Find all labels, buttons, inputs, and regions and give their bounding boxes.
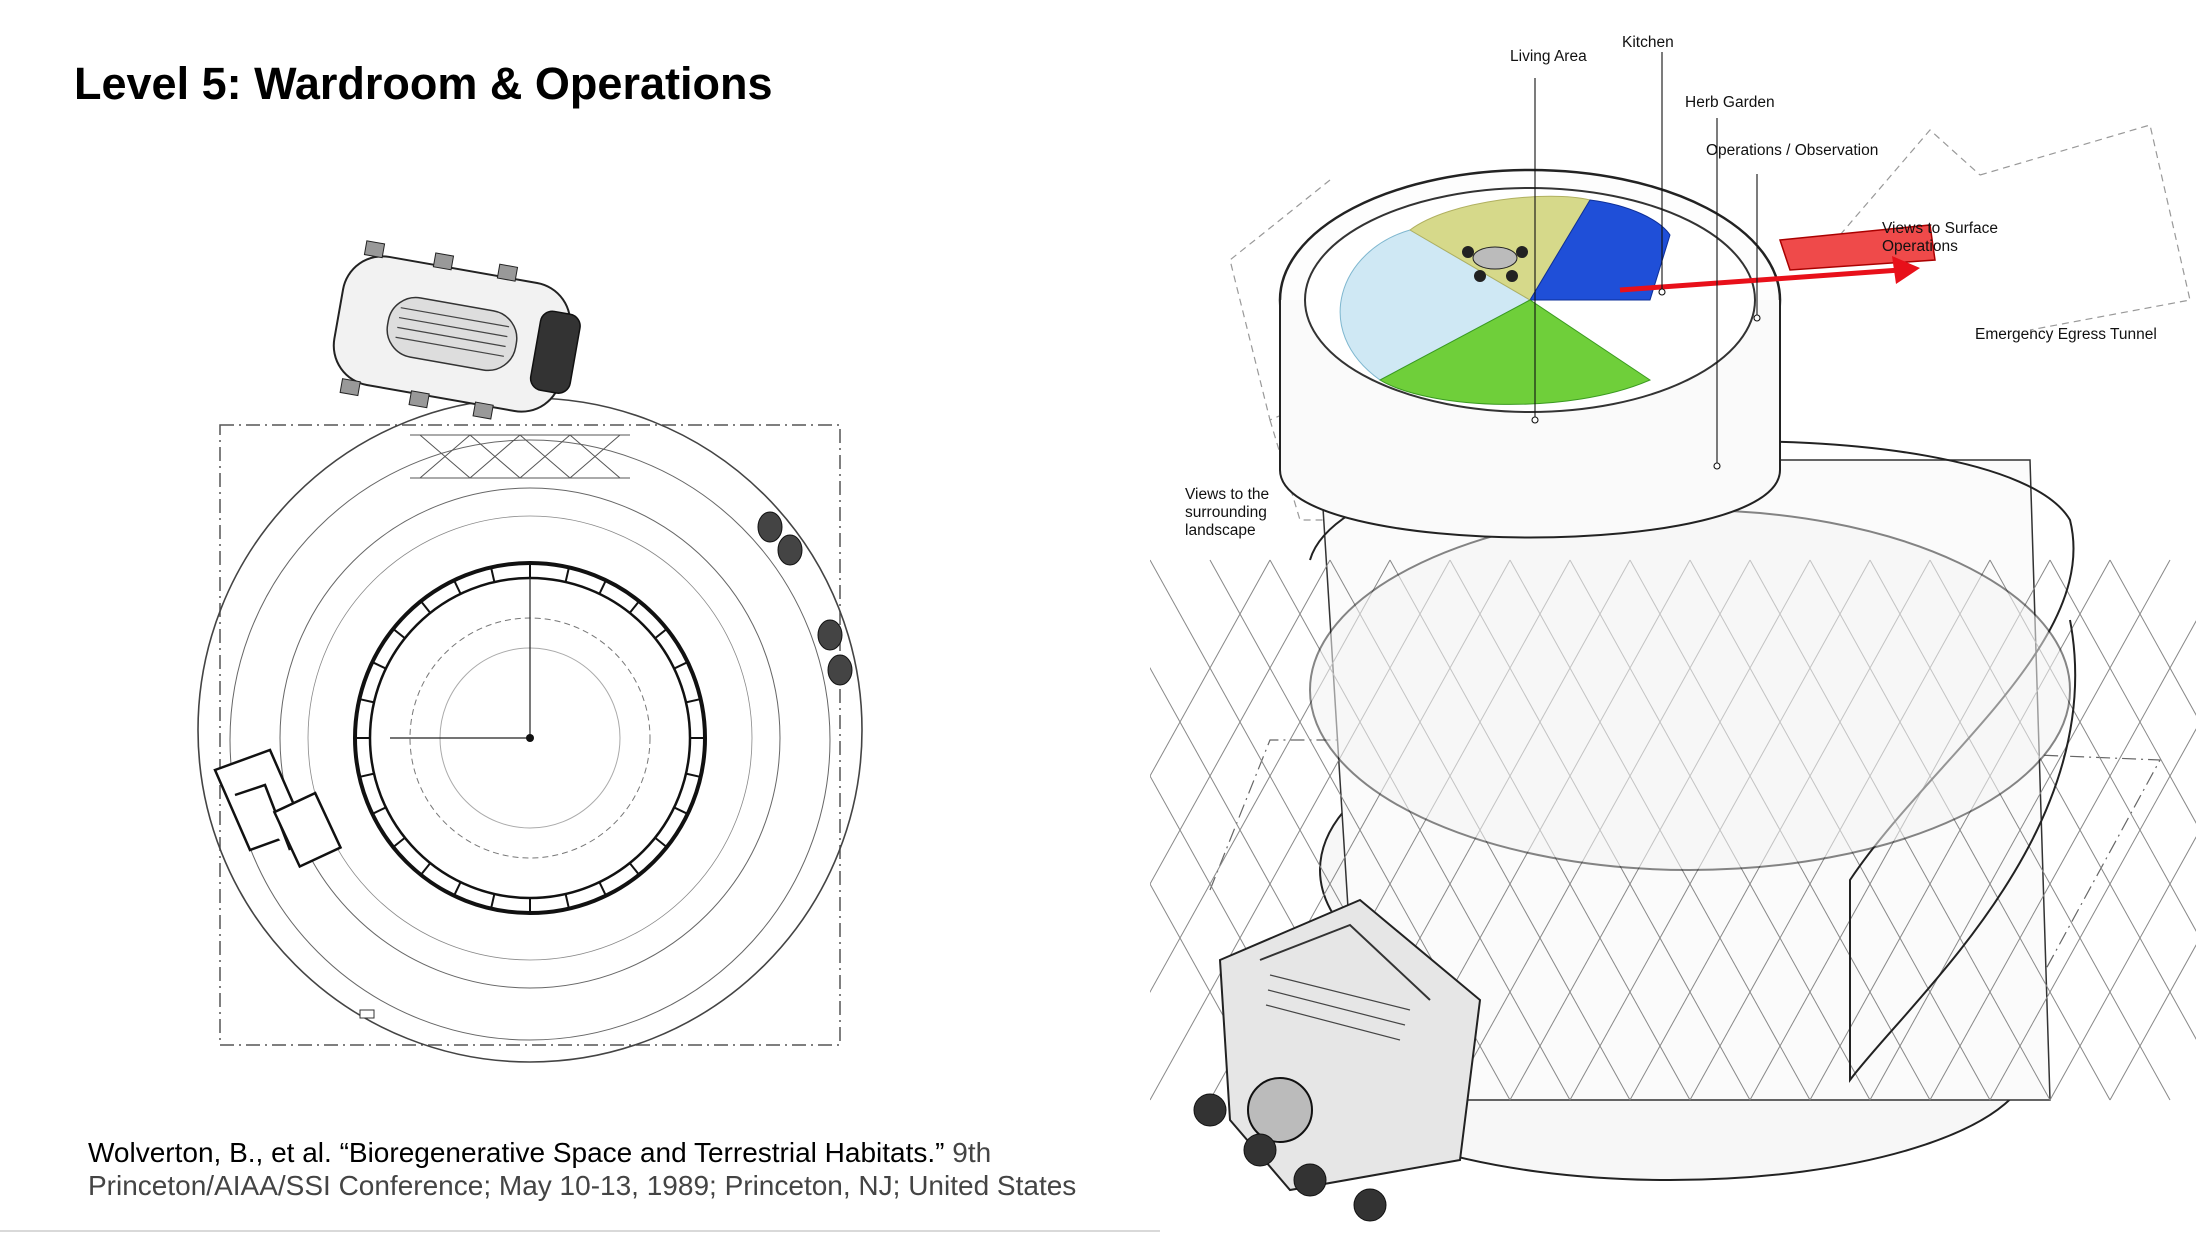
label-views-land-2: surrounding [1185, 504, 1267, 521]
wall-rib [654, 628, 668, 640]
dining-table [1462, 246, 1528, 282]
wall-rib [598, 579, 607, 595]
wall-ribs [355, 563, 705, 913]
page-title: Level 5: Wardroom & Operations [74, 58, 773, 109]
lattice-strut [1929, 620, 2196, 1101]
egress-tunnel-plan [213, 748, 343, 869]
label-views-surface-1: Views to Surface [1882, 220, 1999, 237]
wall-rib [371, 806, 387, 815]
wall-rib [420, 862, 432, 876]
wall-rib [490, 567, 496, 583]
wall-rib [453, 881, 462, 897]
lattice-strut [2109, 559, 2196, 716]
wall-rib [371, 661, 387, 670]
citation-line2: Princeton/AIAA/SSI Conference; May 10-13… [88, 1170, 1077, 1201]
wall-rib [673, 806, 689, 815]
living-area-zone [1339, 229, 1532, 381]
wall-rib [392, 628, 406, 640]
label-living-area: Living Area [1510, 48, 1587, 65]
wall-rib [564, 567, 570, 583]
lattice-strut [2049, 559, 2196, 824]
egress-arrow-head [1892, 256, 1920, 284]
wall-rib [359, 772, 375, 778]
label-views-surface-2: Operations [1882, 238, 1958, 255]
truss-bridge [410, 434, 630, 479]
citation: Wolverton, B., et al. “Bioregenerative S… [88, 1136, 1138, 1202]
operations-zone [1529, 199, 1671, 301]
wall-rib [598, 881, 607, 897]
mid-ramp [1309, 509, 2071, 871]
ramp-edge-ring [307, 515, 753, 961]
lattice-strut [2109, 944, 2196, 1101]
wall-rib [359, 698, 375, 704]
citation-line1: Wolverton, B., et al. “Bioregenerative S… [88, 1137, 945, 1168]
wall-rib [685, 772, 701, 778]
floor-plan-drawing [170, 220, 910, 1120]
bottom-divider [0, 1230, 1160, 1232]
central-column [526, 734, 534, 742]
wall-rib [490, 893, 496, 909]
isometric-cutaway-drawing: Living Area Kitchen Herb Garden Operatio… [969, 0, 2196, 1236]
citation-line1-edition: 9th [944, 1137, 992, 1168]
wall-rib [628, 600, 640, 614]
lattice-strut [1869, 559, 2171, 1101]
label-herb-garden: Herb Garden [1685, 94, 1775, 111]
wall-rib [420, 600, 432, 614]
wall-rib [564, 893, 570, 909]
wall-rib [628, 862, 640, 876]
lattice-strut [2049, 836, 2196, 1101]
astronaut-figures [757, 511, 853, 686]
middle-ramp-ring [229, 439, 831, 1041]
wall-rib [453, 579, 462, 595]
site-outline [1209, 739, 2161, 1091]
label-views-land-1: Views to the [1185, 486, 1270, 503]
herb-garden-zone [1378, 299, 1652, 405]
pressurized-rover-iso [1193, 898, 1482, 1222]
wall-rib [654, 836, 668, 848]
hatch-marker [359, 1009, 375, 1019]
label-kitchen: Kitchen [1622, 34, 1674, 51]
label-leaders [1531, 52, 1761, 470]
site-boundary [219, 424, 841, 1046]
wall-rib [673, 661, 689, 670]
wall-rib [685, 698, 701, 704]
label-views-land-3: landscape [1185, 522, 1256, 539]
lattice-strut [1989, 728, 2196, 1101]
inner-ramp-ring [279, 487, 781, 989]
pressurized-rover-plan [332, 240, 581, 420]
label-emergency-egress: Emergency Egress Tunnel [1975, 326, 2157, 343]
wall-rib [392, 836, 406, 848]
label-operations: Operations / Observation [1706, 142, 1879, 159]
egress-arrow-shaft [1619, 267, 1901, 293]
